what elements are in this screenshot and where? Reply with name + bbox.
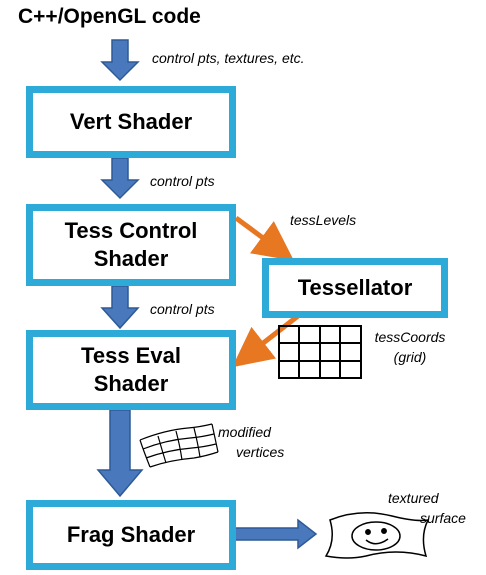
label-control-pts-textures: control pts, textures, etc.: [152, 50, 305, 66]
smiley-surface-icon: [324, 512, 430, 559]
label-vertices: vertices: [236, 444, 285, 460]
tessellator-box: Tessellator: [262, 258, 448, 318]
tess-coords-arrow: [232, 314, 300, 368]
label-control-pts-2: control pts: [150, 301, 215, 317]
label-modified: modified: [218, 424, 271, 440]
flow-arrow-code-to-vert: [100, 39, 140, 82]
flow-arrow-frag-to-surface: [233, 518, 318, 550]
label-surface: surface: [420, 510, 466, 526]
frag-shader-box: Frag Shader: [26, 500, 236, 570]
tess-control-shader-box: Tess Control Shader: [26, 204, 236, 286]
grid-icon: [278, 325, 362, 379]
vert-shader-box: Vert Shader: [26, 86, 236, 158]
tess-levels-arrow: [234, 215, 295, 261]
label-tess-levels: tessLevels: [290, 212, 357, 228]
label-control-pts-1: control pts: [150, 173, 215, 189]
label-grid: (grid): [393, 349, 427, 365]
warped-mesh-icon: [139, 423, 219, 468]
tess-eval-shader-box: Tess Eval Shader: [26, 330, 236, 410]
flow-arrow-tess-eval-to-frag: [96, 409, 144, 498]
label-textured: textured: [388, 490, 439, 506]
flow-arrow-tess-control-to-tess-eval: [100, 285, 140, 330]
diagram-title: C++/OpenGL code: [18, 5, 201, 28]
flow-arrow-vert-to-tess-control: [100, 157, 140, 200]
label-tess-coords: tessCoords: [374, 329, 446, 345]
